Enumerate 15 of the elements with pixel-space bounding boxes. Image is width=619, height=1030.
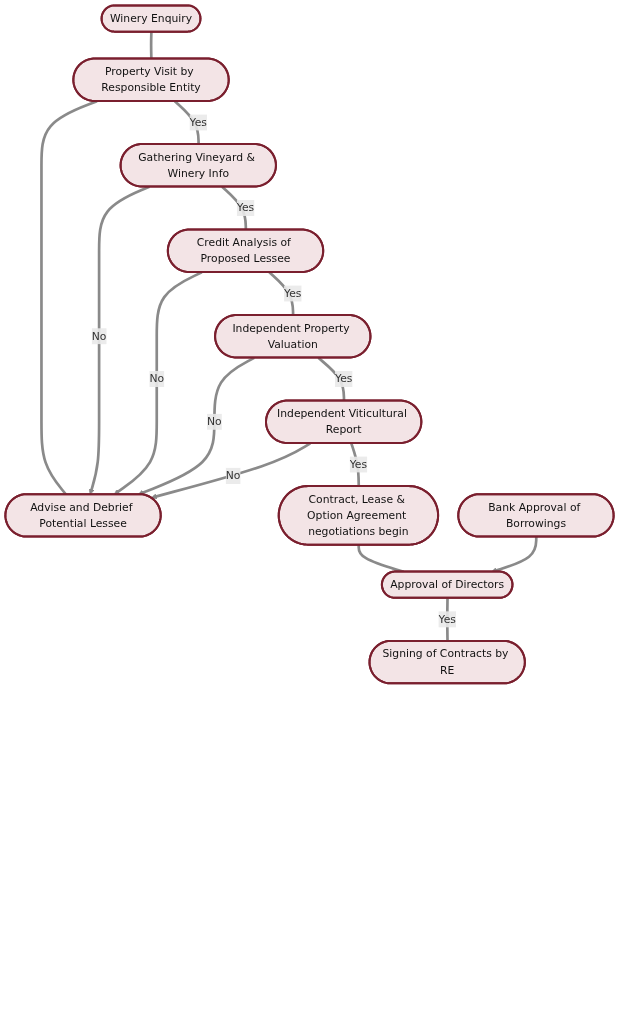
connector	[268, 271, 295, 316]
arrow	[113, 271, 203, 495]
edge-label: No	[91, 329, 107, 343]
edge-label: Yes	[349, 457, 368, 471]
edge-label: No	[225, 469, 241, 482]
connector	[173, 100, 200, 145]
edge-label: Yes	[284, 286, 302, 300]
edge-label: No	[207, 415, 222, 428]
edge-label: No	[149, 372, 165, 386]
arrow	[150, 442, 311, 500]
connector	[149, 31, 153, 59]
edge-label: Yes	[189, 115, 207, 129]
edge-label: Yes	[236, 201, 255, 215]
edge-label: Yes	[438, 612, 456, 626]
edge-label: Yes	[334, 372, 353, 386]
